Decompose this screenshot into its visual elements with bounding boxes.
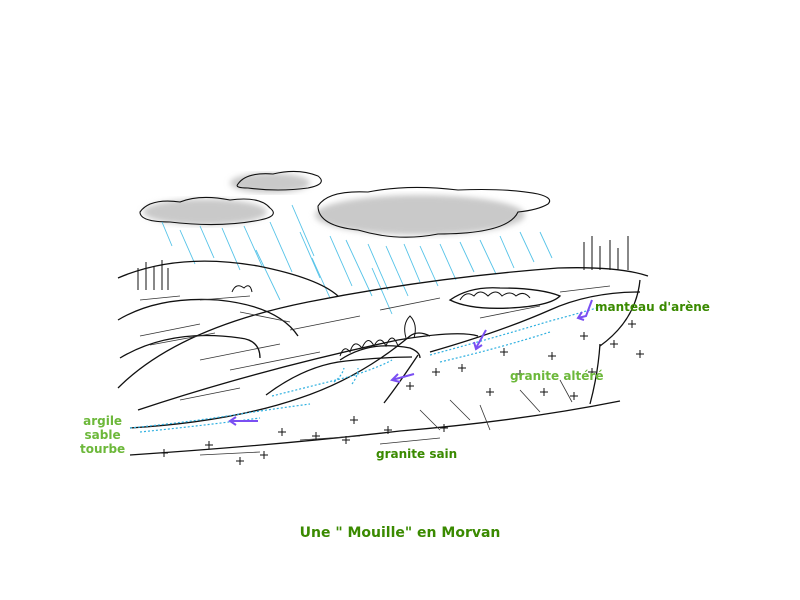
label-sable: sable bbox=[84, 428, 121, 442]
label-granite-sain: granite sain bbox=[376, 447, 458, 461]
label-sediments: argile sable tourbe bbox=[80, 414, 125, 456]
label-argile: argile bbox=[83, 414, 123, 428]
granite-crosses bbox=[160, 320, 644, 465]
trees bbox=[137, 236, 629, 357]
rain bbox=[161, 204, 553, 315]
hatching bbox=[139, 285, 611, 456]
clouds bbox=[139, 170, 551, 238]
water-zones bbox=[129, 306, 601, 433]
label-tourbe: tourbe bbox=[80, 442, 126, 456]
landscape bbox=[117, 260, 649, 456]
label-granite-altere: granite altéré bbox=[510, 369, 604, 383]
label-manteau-darene: manteau d'arène bbox=[595, 300, 710, 314]
flow-arrows bbox=[228, 299, 593, 426]
diagram-caption: Une " Mouille" en Morvan bbox=[299, 525, 501, 541]
